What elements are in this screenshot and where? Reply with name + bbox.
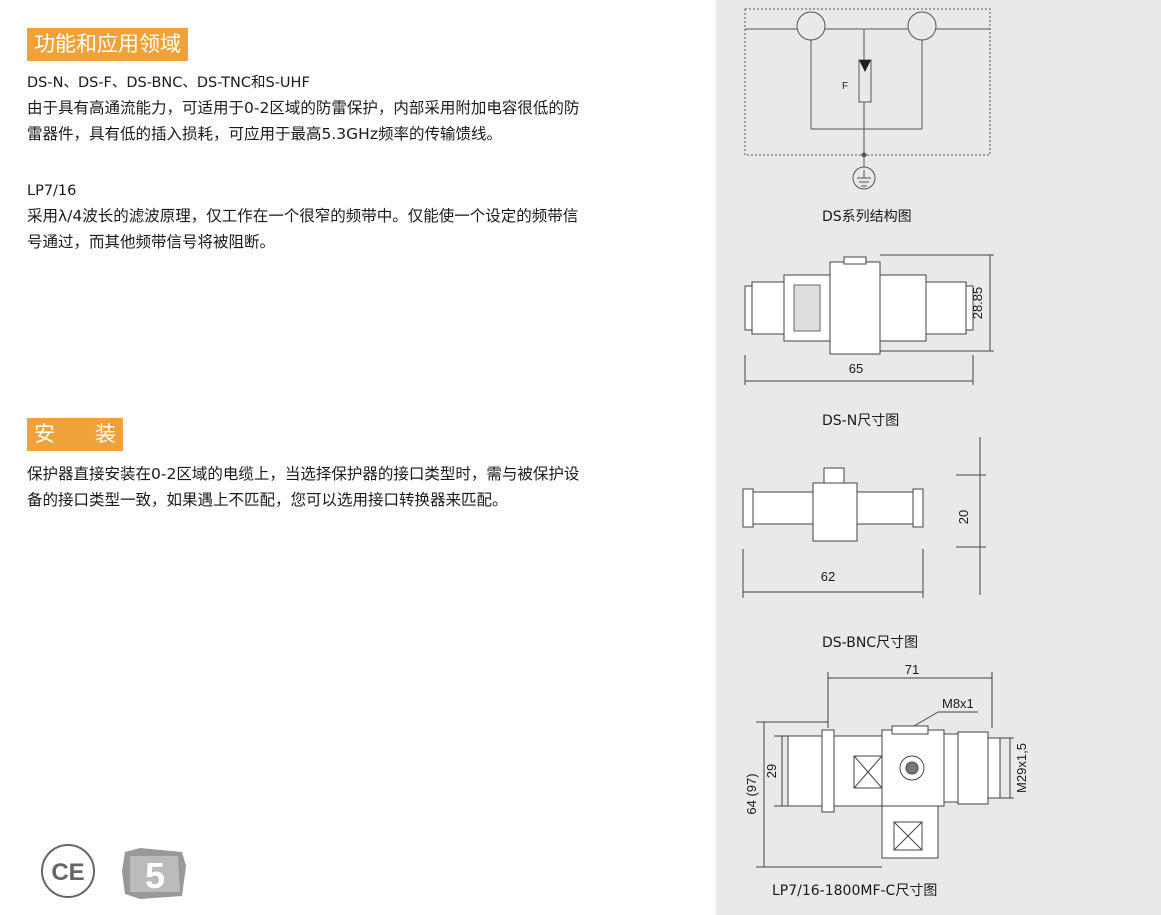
warranty-logo: 5 [122,848,186,899]
lp716-total-height: 64 (97) [744,773,759,814]
schematic-caption: DS系列结构图 [822,209,912,225]
ds-models-line: DS-N、DS-F、DS-BNC、DS-TNC和S-UHF [27,75,310,91]
ds-desc-line1: 由于具有高通流能力，可适用于0-2区域的防雷保护，内部采用附加电容很低的防 [27,99,580,117]
ds-bnc-height: 20 [956,510,971,524]
ds-n-width: 65 [849,361,863,376]
install-title-part1: 安 [34,422,55,446]
lp-desc-line1: 采用λ/4波长的滤波原理，仅工作在一个很窄的频带中。仅能使一个设定的频带信 [27,207,579,225]
lp716-width: 71 [905,662,919,677]
lp716-caption: LP7/16-1800MF-C尺寸图 [772,883,938,899]
section-title-install: 安装 [27,418,123,451]
ground-icon [852,166,876,190]
ds-bnc-caption: DS-BNC尺寸图 [822,635,919,651]
lp716-thread-side: M29x1,5 [1014,743,1029,793]
lp-model-line: LP7/16 [27,183,77,199]
ce-logo: CE [41,844,95,898]
ds-bnc-dimension-drawing: 62 20 [742,437,986,598]
ds-n-height: 28.85 [970,287,985,320]
section-title-functions: 功能和应用领域 [27,28,188,61]
ce-logo-text: CE [51,859,84,886]
ds-bnc-width: 62 [821,569,835,584]
lp716-thread-top: M8x1 [942,696,974,711]
lp716-dimension-drawing: 71 M8x1 29 64 (97) M29x1,5 [744,662,1029,868]
left-column: 功能和应用领域 DS-N、DS-F、DS-BNC、DS-TNC和S-UHF 由于… [27,28,580,899]
ds-n-dimension-drawing: 65 28.85 [744,254,994,385]
install-title-part2: 装 [95,422,116,446]
ds-desc-line2: 雷器件，具有低的插入损耗，可应用于最高5.3GHz频率的传输馈线。 [27,125,502,143]
install-desc-line2: 备的接口类型一致，如果遇上不匹配，您可以选用接口转换器来匹配。 [27,491,508,509]
schematic-element-label: F [842,81,848,92]
lp-desc-line2: 号通过，而其他频带信号将被阻断。 [27,233,276,251]
figure-panel: F DS系列结构图 65 28.85 DS-N尺寸图 [716,0,1161,915]
lp716-inner-height: 29 [764,764,779,778]
ds-schematic-diagram: F [744,8,991,190]
warranty-number: 5 [145,855,165,896]
ds-n-caption: DS-N尺寸图 [822,413,900,429]
install-desc-line1: 保护器直接安装在0-2区域的电缆上，当选择保护器的接口类型时，需与被保护设 [27,465,580,483]
